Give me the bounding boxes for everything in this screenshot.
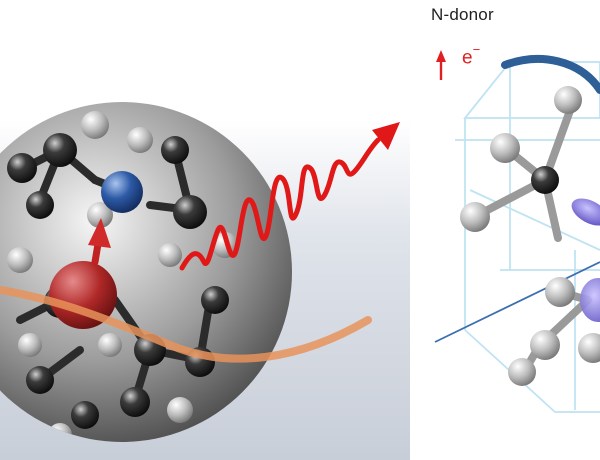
right-molecule — [460, 86, 600, 386]
orbital-lobe-lower — [580, 278, 600, 322]
central-atom-red — [49, 261, 117, 329]
electron-label: e− — [462, 42, 481, 69]
orbital-lobe — [571, 198, 600, 226]
spin-arrow-icon — [88, 218, 111, 266]
lattice-diagonal — [434, 261, 600, 343]
n-donor-label: N-donor — [431, 5, 494, 24]
wavy-photon — [179, 122, 400, 271]
electron-charge: − — [472, 42, 481, 57]
blue-arc — [501, 55, 600, 94]
orange-path — [0, 286, 372, 363]
emission-arrow-icon — [372, 122, 400, 150]
electron-arrow-icon — [436, 50, 446, 80]
electron-symbol: e — [462, 47, 473, 69]
donor-atom-blue — [101, 171, 143, 213]
